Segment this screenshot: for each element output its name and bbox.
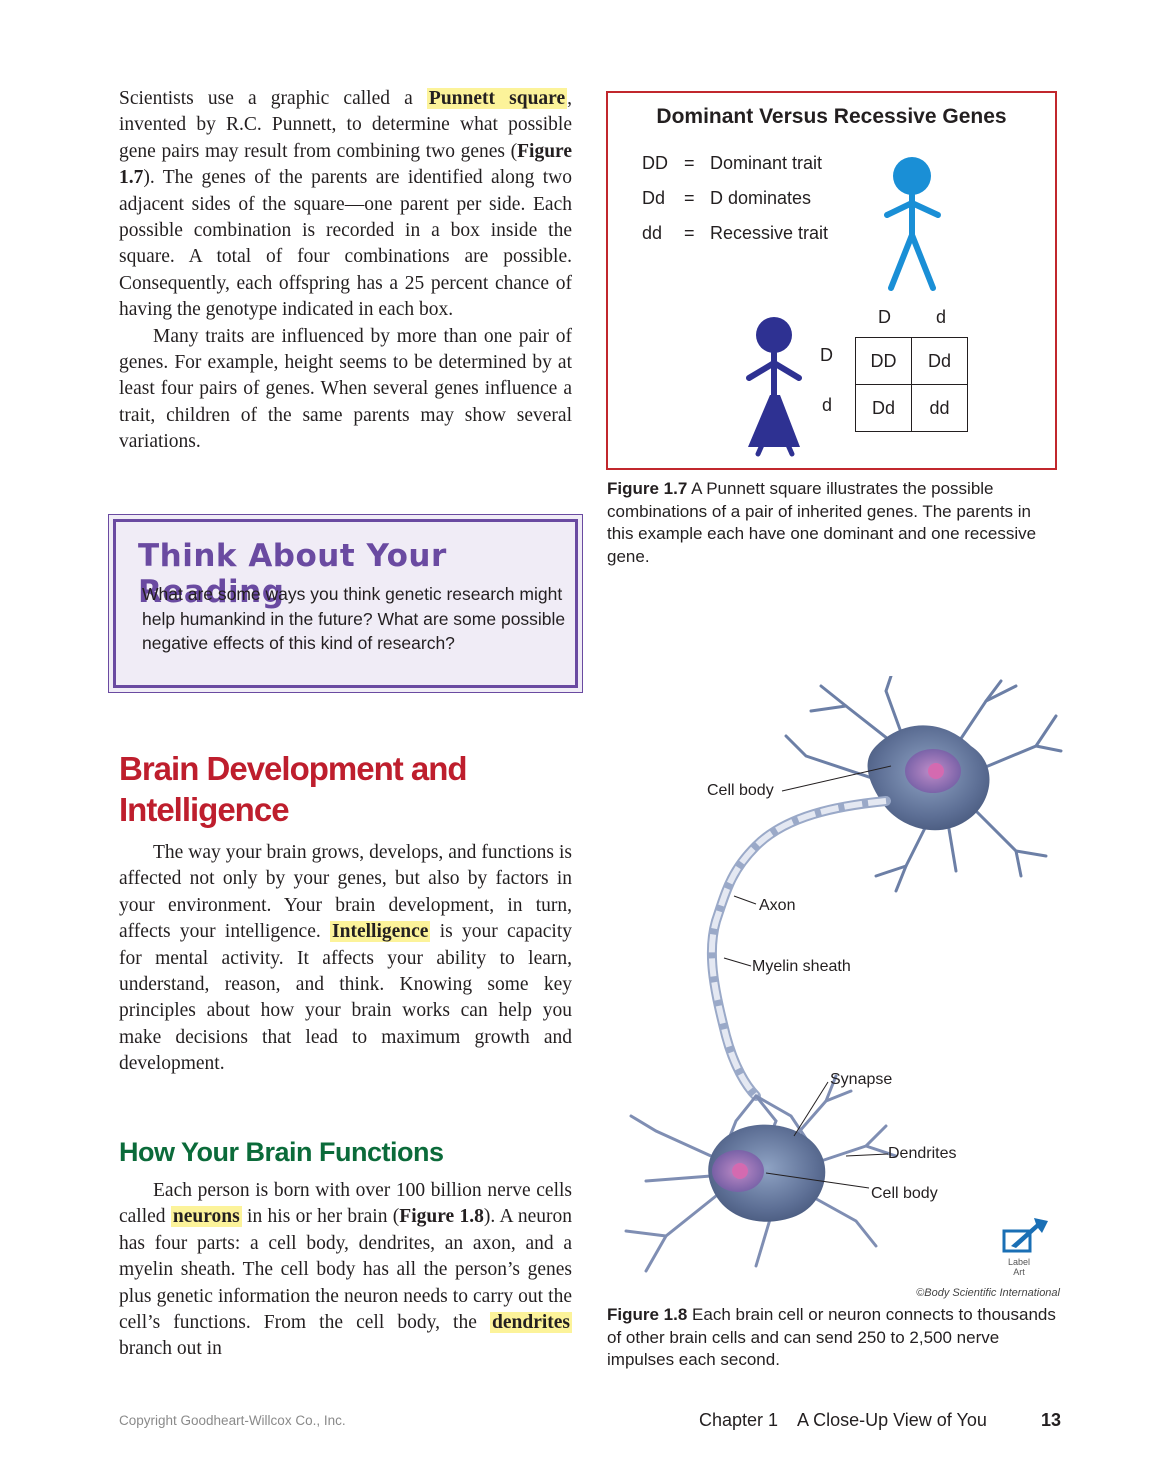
neuron-top bbox=[784, 676, 1063, 893]
figure-1-7-caption: Figure 1.7 A Punnett square illustrates … bbox=[607, 479, 1037, 566]
term-punnett-square: Punnett square bbox=[426, 88, 568, 109]
figure-ref: Figure 1.8 bbox=[399, 1206, 484, 1228]
traits-paragraph: Many traits are influenced by more than … bbox=[119, 325, 572, 453]
label-cell-body-bottom: Cell body bbox=[871, 1185, 938, 1202]
legend-row-dd-lower: dd = Recessive trait bbox=[642, 223, 829, 243]
footer-chapter: Chapter 1 A Close-Up View of You bbox=[699, 1410, 987, 1430]
figure-ref: Figure 1.7 bbox=[119, 140, 572, 189]
image-credit: ©Body Scientific International bbox=[916, 1287, 1060, 1299]
neuron-illustration bbox=[624, 676, 1063, 1273]
intro-text: Scientists use a graphic called a Punnet… bbox=[119, 86, 572, 456]
term-intelligence: Intelligence bbox=[330, 921, 431, 943]
legend-row-dd-mixed: Dd = D dominates bbox=[642, 188, 812, 208]
legend-row-dd-upper: DD = Dominant trait bbox=[642, 153, 823, 173]
label-myelin-sheath: Myelin sheath bbox=[752, 958, 851, 975]
figure-1-8-caption: Figure 1.8 Each brain cell or neuron con… bbox=[607, 1305, 1056, 1369]
label-axon: Axon bbox=[759, 897, 796, 914]
label-synapse: Synapse bbox=[830, 1071, 893, 1088]
label-dendrites: Dendrites bbox=[888, 1145, 957, 1162]
think-box-question: What are some ways you think genetic res… bbox=[142, 584, 566, 653]
figure-title: Dominant Versus Recessive Genes bbox=[656, 105, 1007, 128]
col-header-d-lower: d bbox=[936, 307, 947, 327]
section-text: The way your brain grows, develops, and … bbox=[119, 842, 572, 1075]
term-neurons: neurons bbox=[170, 1206, 242, 1228]
row-header-d-lower: d bbox=[822, 395, 833, 415]
neuron-bottom bbox=[624, 1074, 898, 1273]
punnett-cell: DD bbox=[855, 337, 912, 385]
col-header-d-upper: D bbox=[878, 307, 891, 327]
think-about-reading-box: Think About Your Reading What are some w… bbox=[108, 514, 583, 693]
section-heading: Brain Development and Intelligence bbox=[119, 750, 468, 828]
label-art-icon[interactable] bbox=[1002, 1218, 1048, 1253]
punnett-cell: Dd bbox=[855, 384, 912, 432]
label-art-text: Label Art bbox=[1007, 1257, 1031, 1277]
footer-copyright: Copyright Goodheart-Willcox Co., Inc. bbox=[119, 1413, 346, 1428]
term-dendrites: dendrites bbox=[490, 1312, 572, 1334]
punnett-cell: Dd bbox=[911, 337, 968, 385]
punnett-cell: dd bbox=[911, 384, 968, 432]
figure-1-7: Dominant Versus Recessive Genes DD = Dom… bbox=[606, 91, 1057, 470]
male-parent-figure bbox=[884, 157, 941, 291]
think-box-title: Think About Your Reading bbox=[138, 538, 447, 610]
subsection-heading: How Your Brain Functions bbox=[119, 1137, 444, 1167]
row-header-d-upper: D bbox=[820, 345, 833, 365]
female-parent-figure bbox=[746, 317, 802, 457]
page-number: 13 bbox=[1041, 1410, 1062, 1430]
label-cell-body-top: Cell body bbox=[707, 782, 774, 799]
punnett-paragraph: Scientists use a graphic called a Punnet… bbox=[119, 88, 572, 321]
subsection-text: Each person is born with over 100 billio… bbox=[119, 1180, 572, 1360]
